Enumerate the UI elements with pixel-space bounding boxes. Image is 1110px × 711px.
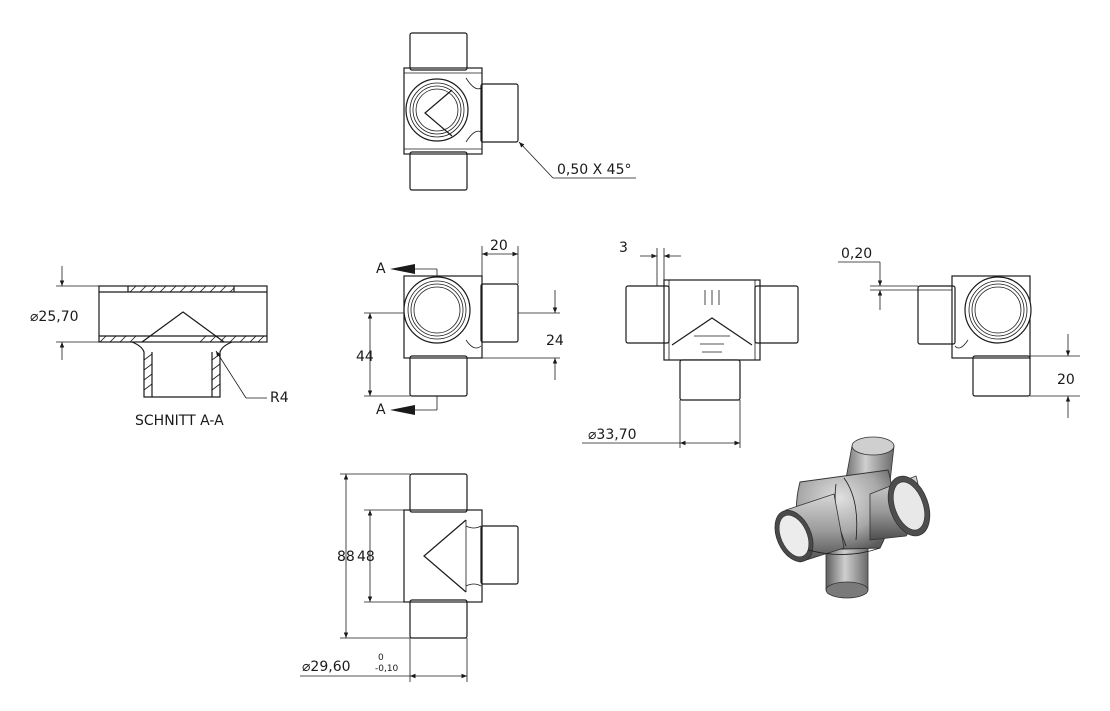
bottom-view: 88 48 ⌀29,60 0 -0,10 bbox=[300, 473, 519, 682]
chamfer-label: 0,50 X 45° bbox=[557, 162, 631, 178]
wall-3-label: 3 bbox=[619, 240, 628, 256]
side-view: 3 ⌀33,70 bbox=[582, 240, 799, 448]
offset-label: 0,20 bbox=[841, 246, 872, 262]
section-mark-bottom: A bbox=[376, 402, 386, 418]
top-view bbox=[403, 32, 519, 191]
branch-length-label: 20 bbox=[490, 238, 508, 254]
height-88-label: 88 bbox=[337, 549, 355, 565]
dia-section-label: ⌀25,70 bbox=[30, 309, 79, 325]
section-title: SCHNITT A-A bbox=[135, 413, 224, 429]
height-44-label: 44 bbox=[356, 349, 374, 365]
radius-label: R4 bbox=[270, 390, 289, 406]
dia-main-label: ⌀29,60 bbox=[302, 659, 351, 675]
tolerance-lower: -0,10 bbox=[375, 664, 399, 674]
section-view: ⌀25,70 R4 SCHNITT A-A bbox=[30, 266, 289, 429]
height-24-label: 24 bbox=[546, 333, 564, 349]
front-view: A A 20 44 24 bbox=[356, 238, 564, 418]
right-view: 0,20 20 bbox=[838, 246, 1080, 418]
tolerance-upper: 0 bbox=[378, 653, 384, 663]
isometric-view bbox=[774, 436, 931, 599]
section-mark-top: A bbox=[376, 261, 386, 277]
chamfer-callout: 0,50 X 45° bbox=[518, 141, 636, 179]
length-20-right-label: 20 bbox=[1057, 372, 1075, 388]
dia-center-label: ⌀33,70 bbox=[588, 427, 637, 443]
height-48-label: 48 bbox=[357, 549, 375, 565]
